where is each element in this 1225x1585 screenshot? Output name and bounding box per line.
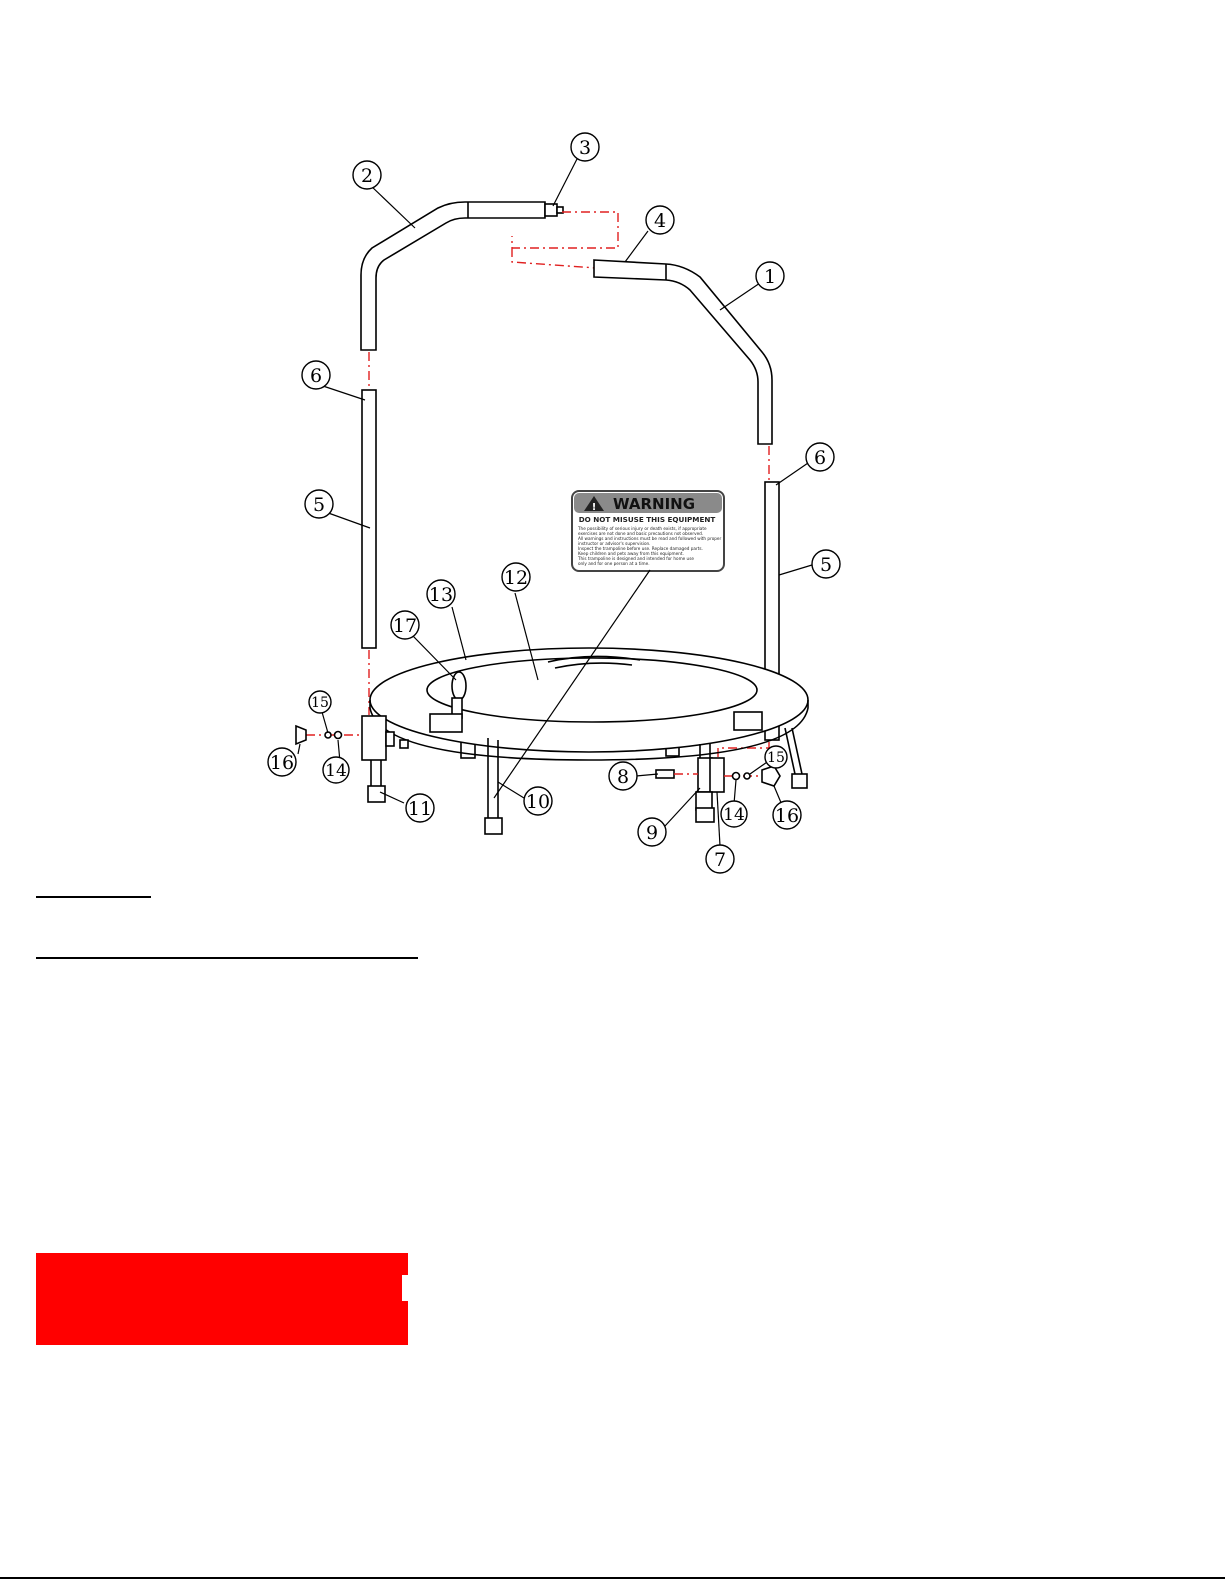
red-banner (36, 1253, 408, 1345)
page-bottom-rule (0, 1577, 1225, 1579)
svg-text:7: 7 (714, 849, 726, 871)
trampoline-frame (369, 647, 809, 835)
callout-13: 13 (426, 579, 456, 609)
callout-15-left: 15 (308, 690, 332, 714)
callout-1: 1 (755, 261, 785, 291)
svg-text:8: 8 (617, 766, 629, 788)
callout-11: 11 (405, 793, 435, 823)
callout-6-left: 6 (301, 360, 331, 390)
warning-line: Keep children and pets away from this eq… (578, 551, 684, 556)
svg-text:6: 6 (310, 365, 322, 387)
warning-line: The possibility of serious injury or dea… (577, 526, 707, 531)
svg-text:9: 9 (646, 822, 658, 844)
warning-line: Inspect the trampoline before use. Repla… (578, 546, 703, 551)
callout-3: 3 (570, 132, 600, 162)
red-banner-notch (402, 1275, 410, 1301)
trampoline-assembly-diagram: ! WARNING DO NOT MISUSE THIS EQUIPMENT T… (267, 132, 841, 874)
handlebar-right-part-1 (593, 259, 773, 445)
callout-10: 10 (523, 786, 553, 816)
warning-line: This trampoline is designed and intended… (577, 556, 694, 561)
warning-subtitle: DO NOT MISUSE THIS EQUIPMENT (579, 515, 716, 524)
callout-7: 7 (705, 844, 735, 874)
leg-assembly-left (295, 715, 409, 803)
jump-mat-part-12 (426, 657, 758, 723)
svg-text:11: 11 (408, 798, 432, 820)
svg-text:14: 14 (723, 805, 745, 825)
svg-text:15: 15 (311, 695, 329, 711)
svg-text:6: 6 (814, 447, 826, 469)
callout-17: 17 (390, 610, 420, 640)
warning-line: only and for one person at a time. (578, 561, 650, 566)
svg-text:13: 13 (429, 584, 453, 606)
svg-text:3: 3 (579, 137, 591, 159)
callout-12: 12 (501, 562, 531, 592)
long-rule (36, 957, 418, 959)
callout-14-right: 14 (720, 800, 748, 828)
svg-text:16: 16 (270, 752, 294, 774)
svg-text:14: 14 (325, 761, 347, 781)
callout-8: 8 (608, 761, 638, 791)
callout-14-left: 14 (322, 756, 350, 784)
callout-5-right: 5 (811, 549, 841, 579)
svg-text:5: 5 (820, 554, 832, 576)
short-rule (36, 896, 151, 898)
assembly-line-grip (511, 211, 619, 269)
callout-16-right: 16 (772, 800, 802, 830)
callout-4: 4 (645, 205, 675, 235)
svg-text:!: ! (592, 502, 597, 513)
svg-text:17: 17 (393, 615, 417, 637)
callout-16-left: 16 (267, 747, 297, 777)
svg-text:16: 16 (775, 805, 799, 827)
svg-text:15: 15 (767, 750, 785, 766)
warning-label: ! WARNING DO NOT MISUSE THIS EQUIPMENT T… (571, 490, 725, 572)
svg-text:1: 1 (764, 266, 776, 288)
svg-text:12: 12 (504, 567, 528, 589)
warning-line: exercises are not done and basic precaut… (578, 531, 703, 536)
warning-title: WARNING (613, 495, 695, 513)
svg-text:2: 2 (361, 165, 373, 187)
svg-text:10: 10 (526, 791, 550, 813)
callout-15-right: 15 (764, 745, 788, 769)
svg-text:5: 5 (313, 494, 325, 516)
callout-5-left: 5 (304, 489, 334, 519)
warning-line: All warnings and instructions must be re… (578, 536, 722, 541)
callout-6-right: 6 (805, 442, 835, 472)
upright-tube-left-part-5 (361, 389, 377, 649)
svg-text:4: 4 (654, 210, 666, 232)
warning-line: instructor or advisor's supervision. (578, 541, 651, 546)
handlebar-left-part-2 (360, 201, 546, 351)
callout-2: 2 (352, 160, 382, 190)
end-plug-part-3 (544, 203, 564, 217)
warning-triangle-icon (584, 496, 604, 511)
callout-9: 9 (637, 817, 667, 847)
